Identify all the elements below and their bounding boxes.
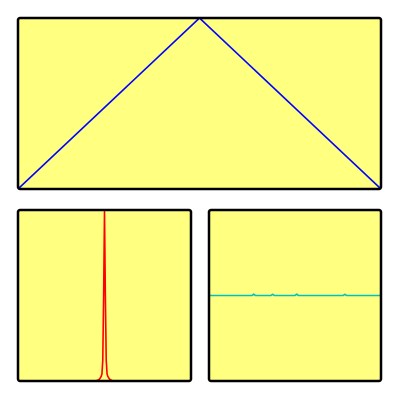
panel-border-bottom-left bbox=[16, 208, 193, 383]
series-line-top-0 bbox=[18, 18, 381, 189]
chart-panel-bottom-right bbox=[207, 208, 383, 383]
panel-border-bottom-right bbox=[207, 208, 383, 383]
series-line-bottom-left-0 bbox=[18, 210, 191, 381]
series-line-bottom-right-0 bbox=[209, 293, 381, 297]
plot-area-top bbox=[18, 18, 381, 189]
chart-panel-top bbox=[16, 16, 383, 191]
chart-panel-bottom-left bbox=[16, 208, 193, 383]
panel-border-top bbox=[16, 16, 383, 191]
